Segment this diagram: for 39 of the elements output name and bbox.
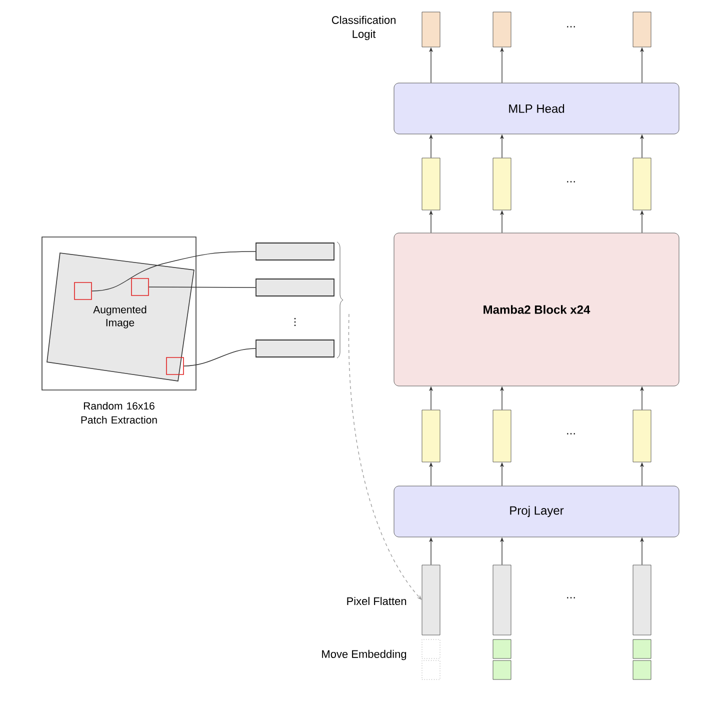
token-box [492,158,512,210]
patch-bar [256,278,334,296]
token-box [422,410,440,462]
patch-square [131,278,149,296]
ellipsis: ⋯ [567,433,575,434]
ellipsis: ⋯ [567,181,575,182]
embedding-square [422,660,440,680]
token-box [632,564,652,636]
block-box: Mamba2 Block x24 [394,232,680,386]
augmented-image: Augmented Image [46,252,194,382]
embedding-square [422,639,440,659]
ellipsis: ⋯ [567,597,575,598]
logit-box [422,12,440,48]
token-box [422,564,440,636]
token-box [492,564,512,636]
row-label: Move Embedding [322,650,406,660]
arrow [348,314,422,600]
patch-bar [256,340,334,358]
row-label: Classification Logit [332,16,396,40]
token-box [422,158,440,210]
layer-box: Proj Layer [394,486,680,538]
token-box [632,158,652,210]
node-label: Random 16x16 Patch Extraction [81,402,157,424]
patch-bar [256,242,334,260]
layer-box: MLP Head [394,82,680,134]
patch-square [74,282,92,300]
patch-square [166,357,184,375]
embedding-square [632,639,652,659]
token-box [492,410,512,462]
embedding-square [492,660,512,680]
ellipsis: ⋯ [567,26,575,28]
logit-box [632,12,652,48]
image-frame [42,236,196,390]
embedding-square [492,639,512,659]
token-box [632,410,652,462]
row-label: Pixel Flatten [347,596,406,606]
embedding-square [632,660,652,680]
ellipsis: ⋮ [294,318,296,326]
logit-box [492,12,512,48]
